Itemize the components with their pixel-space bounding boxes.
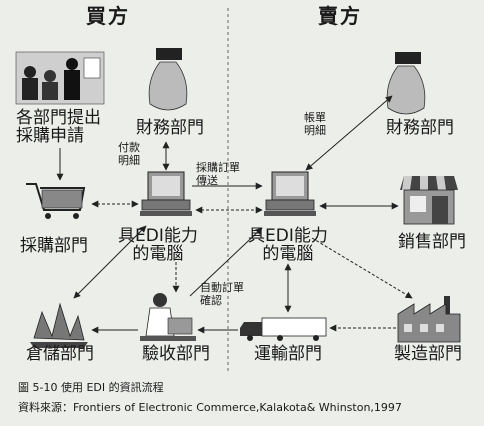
figure-caption: 圖 5-10 使用 EDI 的資訊流程 (18, 381, 164, 394)
computer-icon (264, 171, 316, 216)
payment-detail-label: 付款明細 (118, 141, 140, 167)
receiving-label: 驗收部門 (142, 344, 210, 364)
receiving-clerk-icon (140, 293, 196, 341)
arrow-computer-warehouse (73, 225, 147, 299)
dept-request-label: 各部門提出採購申請 (16, 108, 101, 146)
manufacturing-label: 製造部門 (394, 344, 462, 364)
money-bag-icon (148, 48, 188, 111)
flow-arrows (56, 95, 413, 334)
source-caption: 資料來源：Frontiers of Electronic Commerce,Ka… (18, 401, 402, 414)
edi-computer-seller-label: 具EDI能力的電腦 (248, 226, 328, 264)
arrow-seller-finance (305, 95, 393, 171)
po-send-label: 採購訂單傳送 (196, 161, 240, 187)
buyer-header: 買方 (86, 4, 130, 28)
truck-icon (240, 317, 327, 341)
auto-order-label: 自動訂單確認 (200, 281, 244, 307)
finance-buyer-label: 財務部門 (136, 118, 204, 138)
store-icon (400, 176, 458, 225)
warehouse-label: 倉儲部門 (26, 344, 94, 364)
sales-label: 銷售部門 (398, 232, 466, 252)
transport-label: 運輸部門 (254, 344, 322, 364)
meeting-people-icon (15, 51, 105, 105)
factory-icon (397, 296, 461, 343)
purchasing-label: 採購部門 (20, 236, 88, 256)
seller-header: 賣方 (318, 4, 362, 28)
finance-seller-label: 財務部門 (386, 118, 454, 138)
bill-detail-label: 帳單明細 (304, 111, 326, 137)
edi-computer-buyer-label: 具EDI能力的電腦 (118, 226, 198, 264)
warehouse-icon (30, 302, 88, 348)
computer-icon (140, 171, 192, 216)
shopping-cart-icon (26, 183, 86, 219)
money-bag-icon (386, 52, 426, 115)
arrow-seller-manufacturing (311, 237, 413, 299)
arrow-receiving-seller (189, 227, 263, 297)
